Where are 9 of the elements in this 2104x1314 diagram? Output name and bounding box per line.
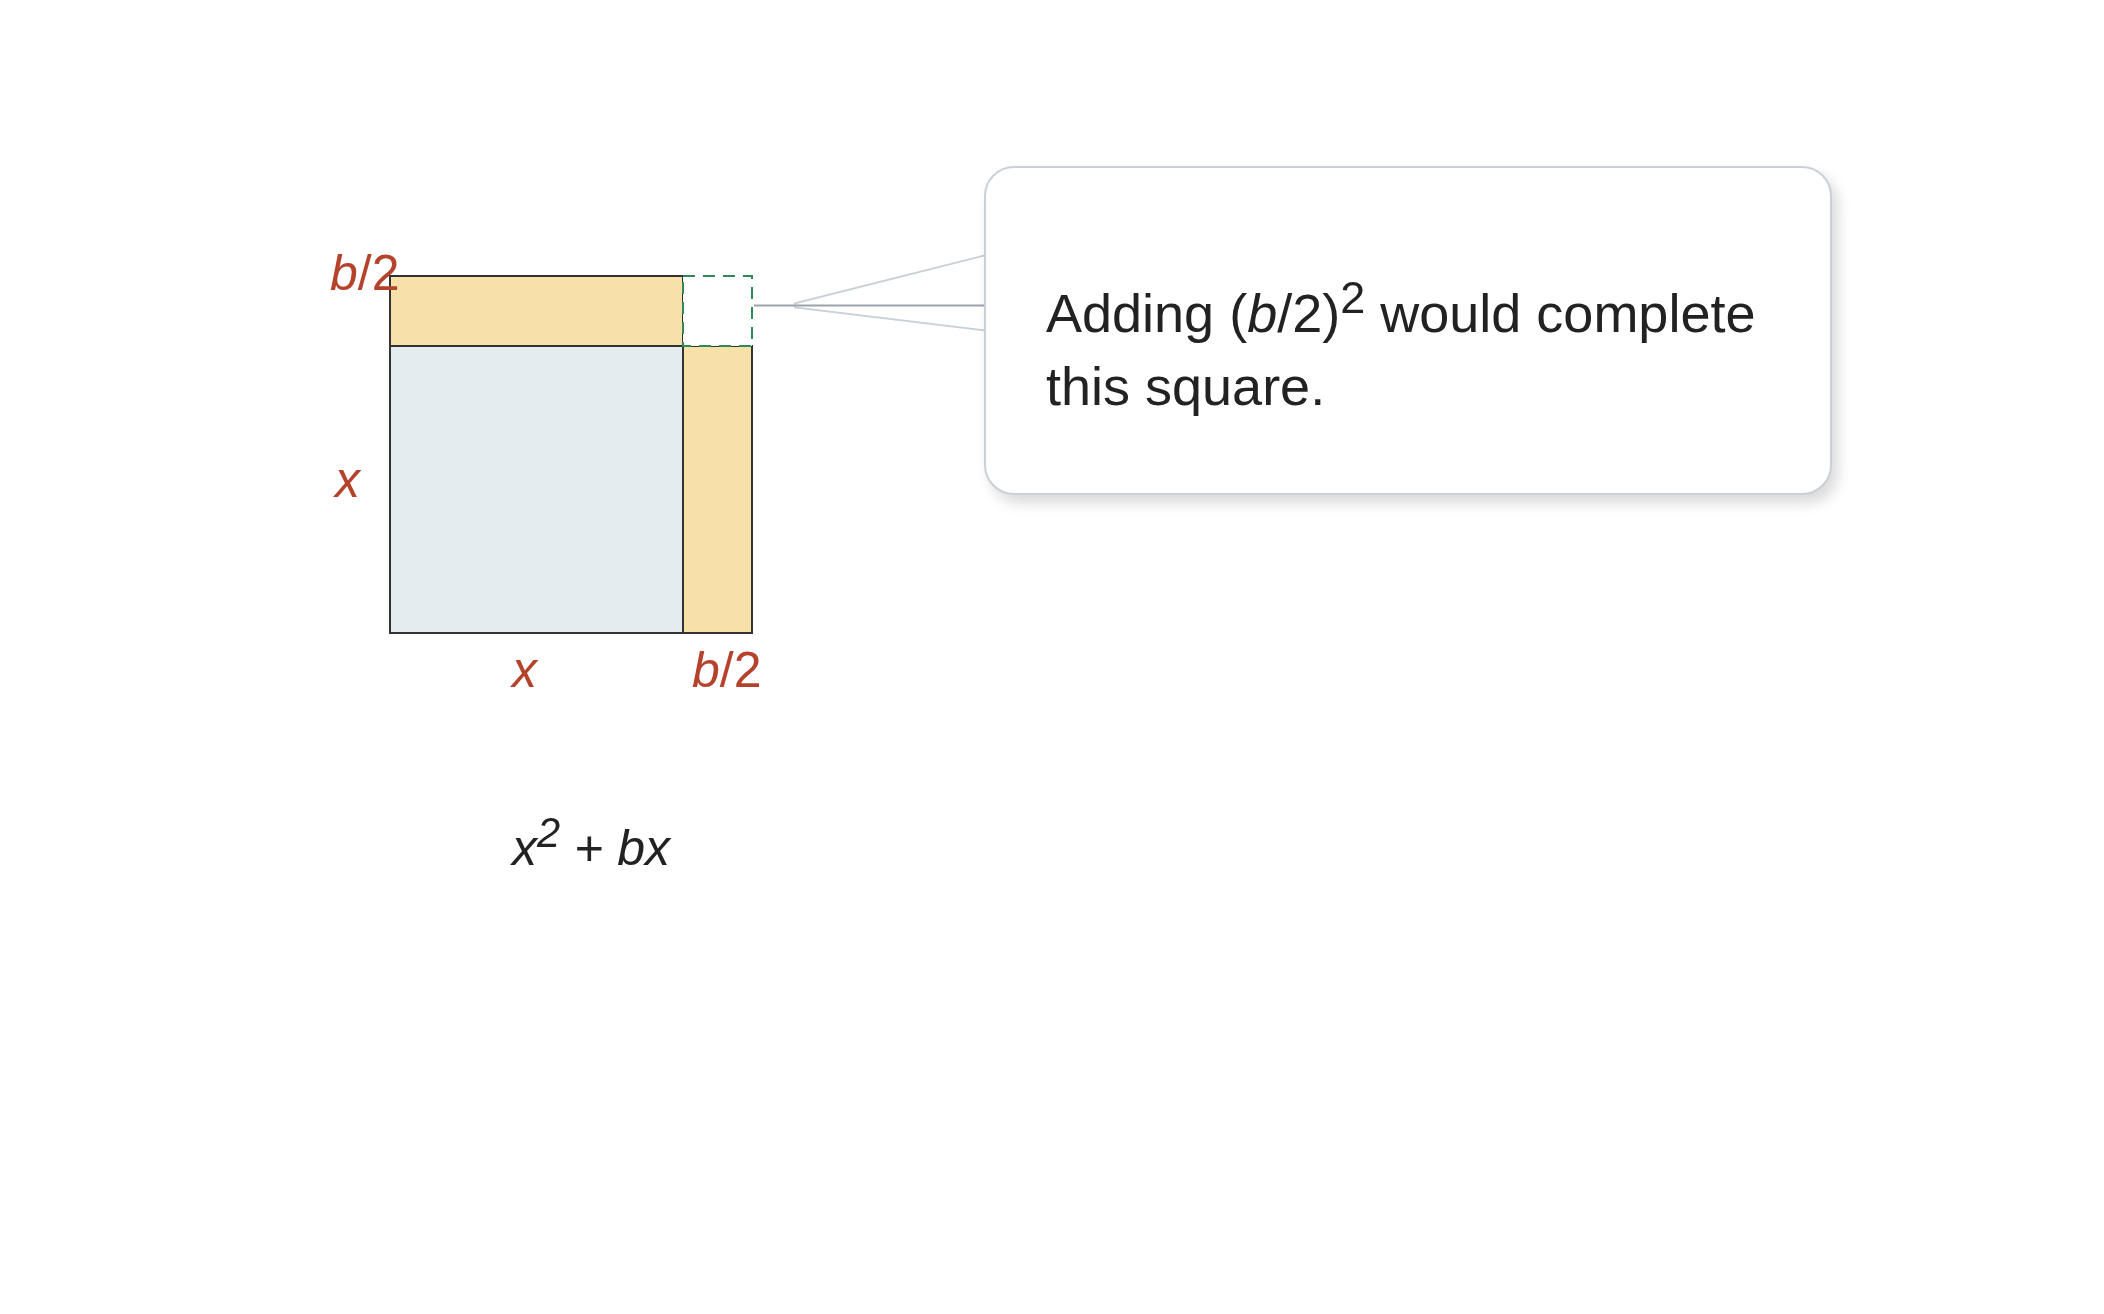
expression-label: x$^{2}$ + bx [512, 812, 670, 873]
missing-square [682, 275, 753, 347]
dimension-label: x [512, 645, 537, 695]
callout-bubble [984, 166, 1832, 495]
dimension-label: x [335, 455, 360, 505]
dimension-label: b/2 [692, 645, 762, 695]
callout-text: Adding (b/2)$^{2}$ would complete this square. [1046, 271, 1757, 418]
leader-line [753, 304, 986, 307]
dimension-label: b/2 [330, 248, 400, 298]
